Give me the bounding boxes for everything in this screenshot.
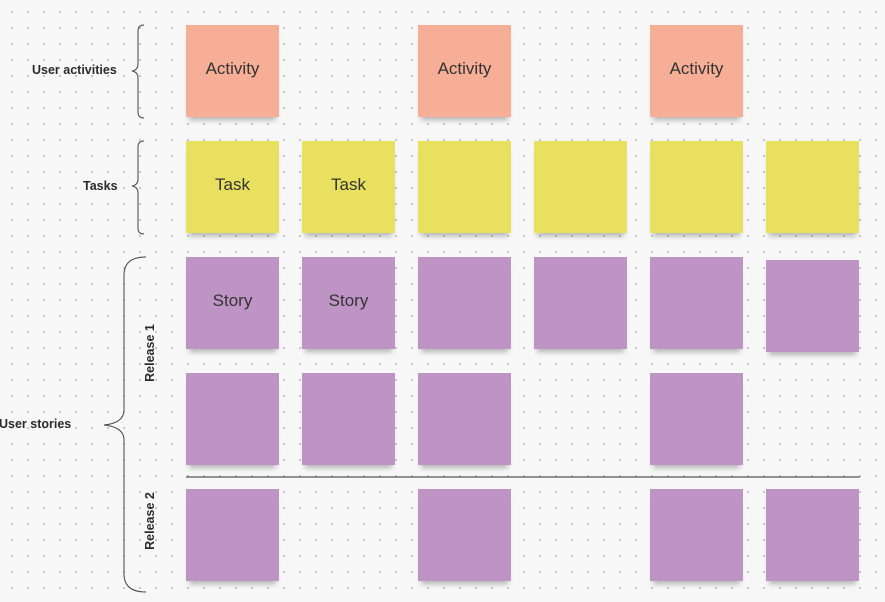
user-activities-brace: [131, 24, 145, 119]
story-note[interactable]: [186, 489, 279, 581]
story-note[interactable]: [650, 373, 743, 465]
story-note[interactable]: Story: [186, 257, 279, 349]
task-note-text: Task: [215, 175, 250, 194]
user-stories-brace: [103, 256, 147, 593]
story-note[interactable]: [418, 257, 511, 349]
activity-note[interactable]: Activity: [650, 25, 743, 117]
user-activities-label: User activities: [32, 63, 117, 77]
story-note[interactable]: [650, 489, 743, 581]
story-note[interactable]: [186, 373, 279, 465]
story-note[interactable]: [418, 373, 511, 465]
activity-note-text: Activity: [669, 59, 724, 78]
story-note[interactable]: [650, 257, 743, 349]
task-note[interactable]: [650, 141, 743, 233]
tasks-label: Tasks: [83, 179, 118, 193]
activity-note[interactable]: Activity: [186, 25, 279, 117]
story-note[interactable]: Story: [302, 257, 395, 349]
story-note[interactable]: [766, 489, 859, 581]
task-note[interactable]: [534, 141, 627, 233]
activity-note-text: Activity: [205, 59, 260, 78]
story-note-text: Story: [328, 291, 369, 310]
release-2-label: Release 2: [143, 492, 157, 550]
story-note[interactable]: [302, 373, 395, 465]
story-note[interactable]: [766, 260, 859, 352]
task-note[interactable]: [766, 141, 859, 233]
story-note[interactable]: [418, 489, 511, 581]
task-note[interactable]: [418, 141, 511, 233]
tasks-brace: [131, 140, 145, 235]
activity-note-text: Activity: [437, 59, 492, 78]
task-note[interactable]: Task: [186, 141, 279, 233]
task-note-text: Task: [331, 175, 366, 194]
activity-note[interactable]: Activity: [418, 25, 511, 117]
release-1-label: Release 1: [143, 324, 157, 382]
task-note[interactable]: Task: [302, 141, 395, 233]
user-stories-label: User stories: [0, 417, 72, 431]
story-note-text: Story: [212, 291, 253, 310]
story-note[interactable]: [534, 257, 627, 349]
